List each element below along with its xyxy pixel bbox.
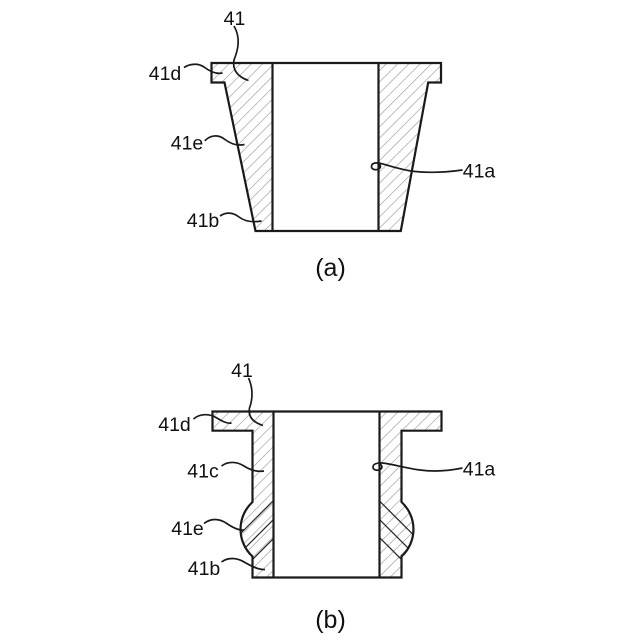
svg-text:41d: 41d [158, 414, 191, 436]
svg-text:41e: 41e [171, 518, 204, 540]
svg-text:41d: 41d [149, 63, 182, 85]
svg-text:41a: 41a [463, 161, 496, 183]
svg-text:41: 41 [231, 360, 253, 382]
svg-text:41c: 41c [187, 461, 219, 483]
svg-text:41b: 41b [188, 558, 221, 580]
svg-text:(b): (b) [315, 606, 346, 634]
svg-text:41a: 41a [463, 459, 496, 481]
svg-text:41b: 41b [187, 210, 220, 232]
svg-text:(a): (a) [315, 254, 346, 282]
svg-text:41: 41 [224, 8, 246, 30]
svg-text:41e: 41e [171, 133, 204, 155]
